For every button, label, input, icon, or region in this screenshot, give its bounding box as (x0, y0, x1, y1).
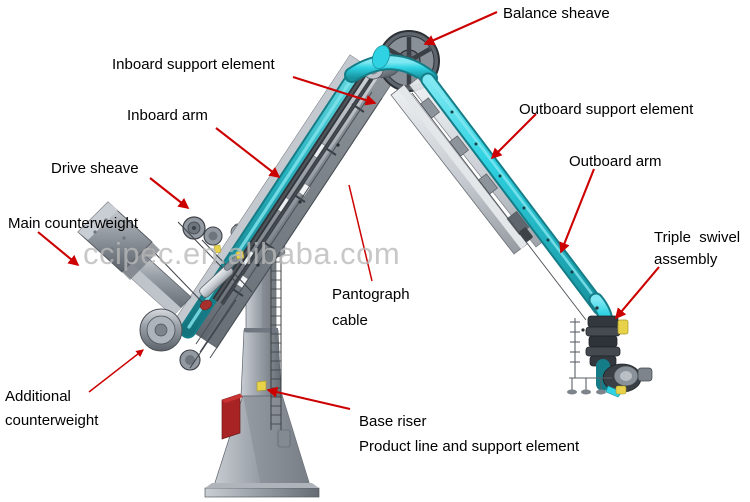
arrow-additional-counterweight (88, 349, 144, 393)
label-product-line-support-element: Product line and support element (359, 438, 580, 455)
label-triple-swivel-line1: Triple swivel (654, 229, 741, 246)
apex-elbow (344, 44, 438, 86)
label-base-riser: Base riser (359, 413, 427, 430)
label-balance-sheave: Balance sheave (503, 5, 610, 22)
arrow-outboard-support (490, 113, 537, 160)
label-additional-counterweight-line2: counterweight (5, 412, 99, 429)
label-inboard-support-element: Inboard support element (112, 56, 275, 73)
arrow-pantograph-cable (348, 184, 373, 282)
label-outboard-arm: Outboard arm (569, 153, 662, 170)
triple-swivel-assembly (567, 306, 653, 398)
annotation-arrows (37, 11, 660, 411)
arrow-triple-swivel (614, 266, 660, 320)
outboard-arm-group (390, 72, 614, 348)
arrow-drive-sheave (149, 177, 190, 210)
additional-counterweight-disc (139, 308, 183, 352)
label-outboard-support-element: Outboard support element (519, 101, 694, 118)
counterweight-arm-group (77, 201, 253, 371)
arrow-main-counterweight (37, 231, 80, 267)
label-main-counterweight: Main counterweight (8, 215, 139, 232)
arrow-inboard-support (292, 75, 377, 106)
label-triple-swivel-line2: assembly (654, 251, 718, 268)
pantograph-cable-lines (195, 83, 383, 359)
label-pantograph-cable-line1: Pantograph (332, 286, 410, 303)
label-drive-sheave: Drive sheave (51, 160, 139, 177)
machine-assembly (77, 30, 653, 498)
arrow-outboard-arm (559, 168, 595, 254)
arrow-balance-sheave (423, 11, 498, 46)
arrow-base-riser (266, 386, 351, 411)
label-inboard-arm: Inboard arm (127, 107, 208, 124)
lower-sheave (179, 349, 201, 371)
label-additional-counterweight-line1: Additional (5, 388, 71, 405)
arrow-inboard-arm (215, 127, 281, 179)
label-pantograph-cable-line2: cable (332, 312, 368, 329)
